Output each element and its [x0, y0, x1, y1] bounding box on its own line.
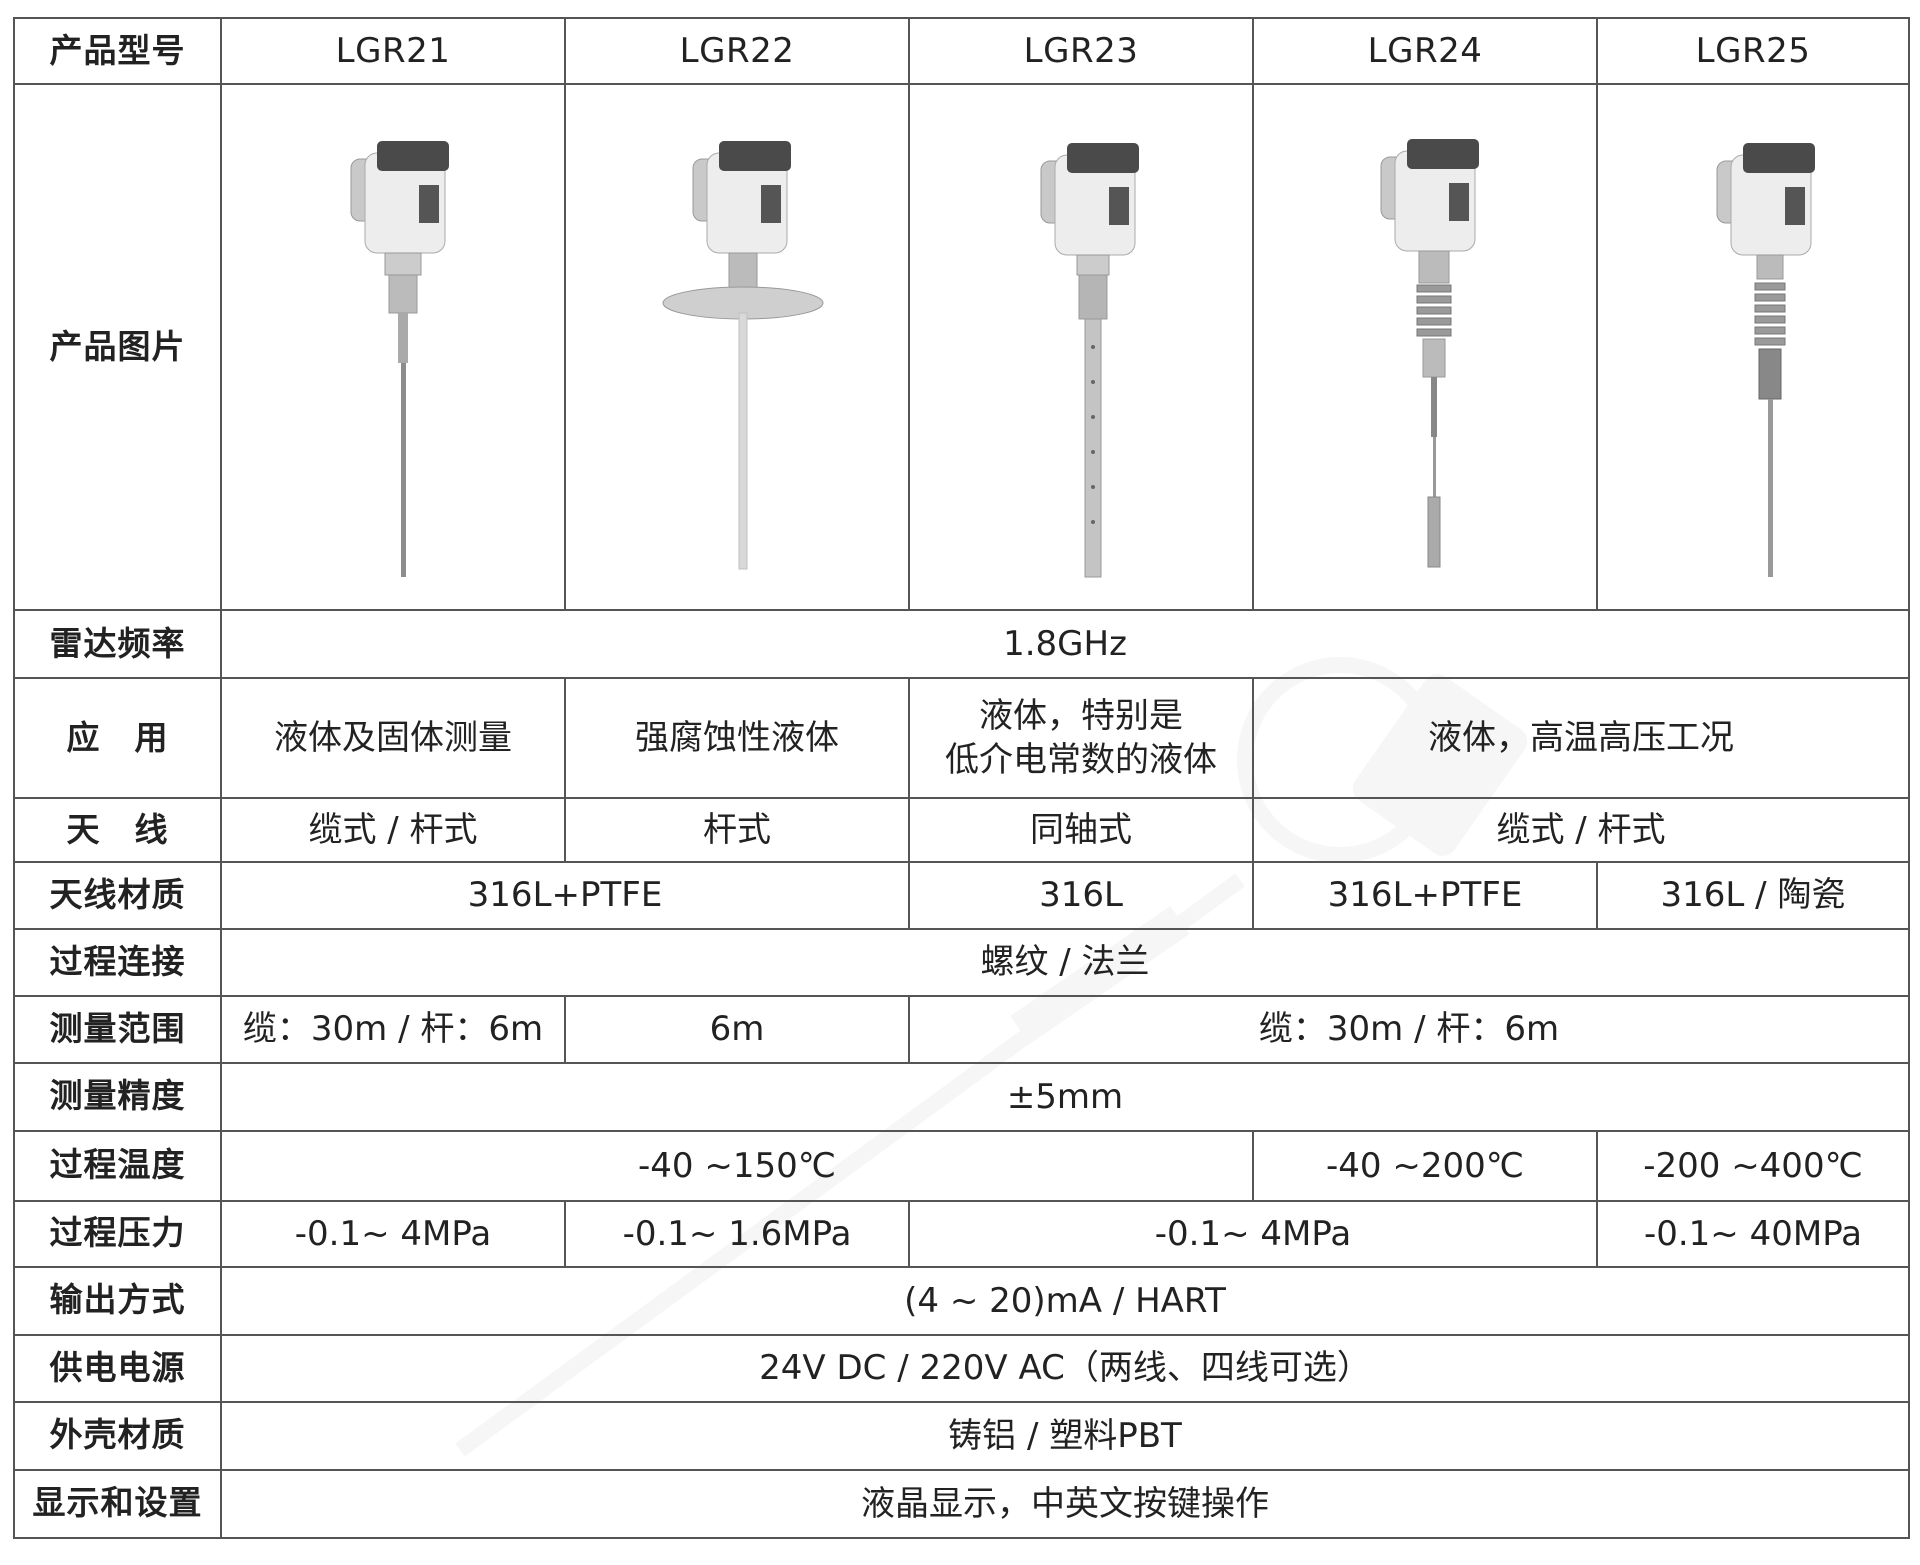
display-row: 显示和设置 液晶显示，中英文按键操作 [13, 1468, 1910, 1540]
application-lgr21: 液体及固体测量 [220, 677, 566, 800]
pressure-label: 过程压力 [13, 1199, 222, 1268]
temperature-lgr25: -200 ~400℃ [1596, 1129, 1910, 1202]
product-image-lgr24 [1252, 83, 1598, 612]
accuracy-row: 测量精度 ±5mm [13, 1061, 1910, 1132]
product-image-lgr25 [1596, 83, 1910, 612]
application-lgr23-line1: 液体，特别是 [979, 696, 1183, 737]
application-lgr22: 强腐蚀性液体 [564, 677, 910, 800]
model-lgr22: LGR22 [564, 16, 910, 86]
antenna-material-label: 天线材质 [13, 860, 222, 930]
temperature-lgr21-23: -40 ~150℃ [220, 1129, 1254, 1202]
output-value: (4 ~ 20)mA / HART [220, 1265, 1910, 1336]
power-label: 供电电源 [13, 1333, 222, 1403]
model-lgr21: LGR21 [220, 16, 566, 86]
application-lgr23-line2: 低介电常数的液体 [945, 740, 1217, 781]
temperature-lgr24: -40 ~200℃ [1252, 1129, 1598, 1202]
antenna-material-row: 天线材质 316L+PTFE 316L 316L+PTFE 316L / 陶瓷 [13, 860, 1910, 930]
application-lgr24-25: 液体，高温高压工况 [1252, 677, 1910, 800]
product-image-lgr22 [564, 83, 910, 612]
spec-table: 产品型号 LGR21 LGR22 LGR23 LGR24 LGR25 产品图片 [13, 16, 1910, 1540]
lgr22-image [662, 141, 824, 570]
power-row: 供电电源 24V DC / 220V AC（两线、四线可选） [13, 1333, 1910, 1403]
lgr21-image [350, 141, 449, 578]
antenna-lgr21: 缆式 / 杆式 [220, 797, 566, 863]
output-label: 输出方式 [13, 1265, 222, 1336]
antenna-lgr22: 杆式 [564, 797, 910, 863]
process-connection-row: 过程连接 螺纹 / 法兰 [13, 927, 1910, 997]
housing-label: 外壳材质 [13, 1400, 222, 1471]
range-lgr23-25: 缆：30m / 杆：6m [908, 994, 1910, 1064]
product-image-lgr23 [908, 83, 1254, 612]
range-lgr22: 6m [564, 994, 910, 1064]
output-row: 输出方式 (4 ~ 20)mA / HART [13, 1265, 1910, 1336]
range-lgr21: 缆：30m / 杆：6m [220, 994, 566, 1064]
antenna-row: 天 线 缆式 / 杆式 杆式 同轴式 缆式 / 杆式 [13, 797, 1910, 863]
process-connection-label: 过程连接 [13, 927, 222, 997]
pressure-row: 过程压力 -0.1~ 4MPa -0.1~ 1.6MPa -0.1~ 4MPa … [13, 1199, 1910, 1268]
accuracy-value: ±5mm [220, 1061, 1910, 1132]
display-label: 显示和设置 [13, 1468, 222, 1540]
antenna-material-lgr21-22: 316L+PTFE [220, 860, 910, 930]
application-lgr23: 液体，特别是 低介电常数的液体 [908, 677, 1254, 800]
model-lgr24: LGR24 [1252, 16, 1598, 86]
model-lgr23: LGR23 [908, 16, 1254, 86]
range-label: 测量范围 [13, 994, 222, 1064]
lgr25-image [1716, 143, 1815, 578]
antenna-lgr24-25: 缆式 / 杆式 [1252, 797, 1910, 863]
frequency-value: 1.8GHz [220, 609, 1910, 680]
picture-row: 产品图片 [13, 83, 1910, 612]
pressure-lgr21: -0.1~ 4MPa [220, 1199, 566, 1268]
picture-header: 产品图片 [13, 83, 222, 612]
temperature-label: 过程温度 [13, 1129, 222, 1202]
lgr23-image [1040, 143, 1139, 578]
antenna-label: 天 线 [13, 797, 222, 863]
antenna-material-lgr24: 316L+PTFE [1252, 860, 1598, 930]
pressure-lgr22: -0.1~ 1.6MPa [564, 1199, 910, 1268]
frequency-row: 雷达频率 1.8GHz [13, 609, 1910, 680]
range-row: 测量范围 缆：30m / 杆：6m 6m 缆：30m / 杆：6m [13, 994, 1910, 1064]
antenna-material-lgr23: 316L [908, 860, 1254, 930]
product-image-lgr21 [220, 83, 566, 612]
frequency-label: 雷达频率 [13, 609, 222, 680]
model-lgr25: LGR25 [1596, 16, 1910, 86]
model-header: 产品型号 [13, 16, 222, 86]
pressure-lgr23-24: -0.1~ 4MPa [908, 1199, 1598, 1268]
lgr24-image [1380, 139, 1479, 568]
application-label: 应 用 [13, 677, 222, 800]
antenna-material-lgr25: 316L / 陶瓷 [1596, 860, 1910, 930]
application-row: 应 用 液体及固体测量 强腐蚀性液体 液体，特别是 低介电常数的液体 液体，高温… [13, 677, 1910, 800]
housing-value: 铸铝 / 塑料PBT [220, 1400, 1910, 1471]
power-value: 24V DC / 220V AC（两线、四线可选） [220, 1333, 1910, 1403]
accuracy-label: 测量精度 [13, 1061, 222, 1132]
process-connection-value: 螺纹 / 法兰 [220, 927, 1910, 997]
antenna-lgr23: 同轴式 [908, 797, 1254, 863]
pressure-lgr25: -0.1~ 40MPa [1596, 1199, 1910, 1268]
housing-row: 外壳材质 铸铝 / 塑料PBT [13, 1400, 1910, 1471]
temperature-row: 过程温度 -40 ~150℃ -40 ~200℃ -200 ~400℃ [13, 1129, 1910, 1202]
display-value: 液晶显示，中英文按键操作 [220, 1468, 1910, 1540]
model-row: 产品型号 LGR21 LGR22 LGR23 LGR24 LGR25 [13, 16, 1910, 86]
